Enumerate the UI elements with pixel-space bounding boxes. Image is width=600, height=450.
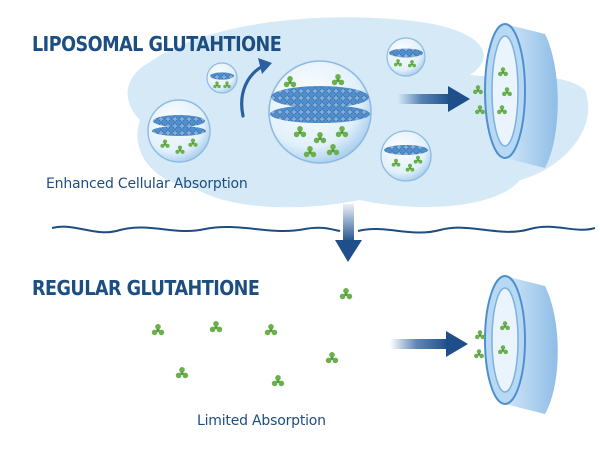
liposome-top-right <box>386 37 426 77</box>
liposome-small <box>206 62 238 94</box>
liposome-large <box>268 60 372 164</box>
regular-caption: Limited Absorption <box>197 413 326 429</box>
arrow-to-cell-bottom <box>390 331 468 357</box>
liposomal-caption: Enhanced Cellular Absorption <box>46 176 248 192</box>
cell-bottom <box>474 275 558 414</box>
divider-wave-left <box>51 225 341 234</box>
arrow-to-cell-top <box>398 86 470 112</box>
regular-title: REGULAR GLUTAHTIONE <box>32 276 260 300</box>
liposome-left <box>147 99 211 163</box>
liposome-bottom-right <box>380 130 432 182</box>
liposomal-title: LIPOSOMAL GLUTAHTIONE <box>32 32 282 56</box>
divider-wave-right <box>357 225 596 234</box>
cell-top <box>473 23 558 168</box>
arrow-down <box>335 204 362 262</box>
curved-arrow <box>240 58 272 118</box>
free-molecules <box>151 288 353 387</box>
